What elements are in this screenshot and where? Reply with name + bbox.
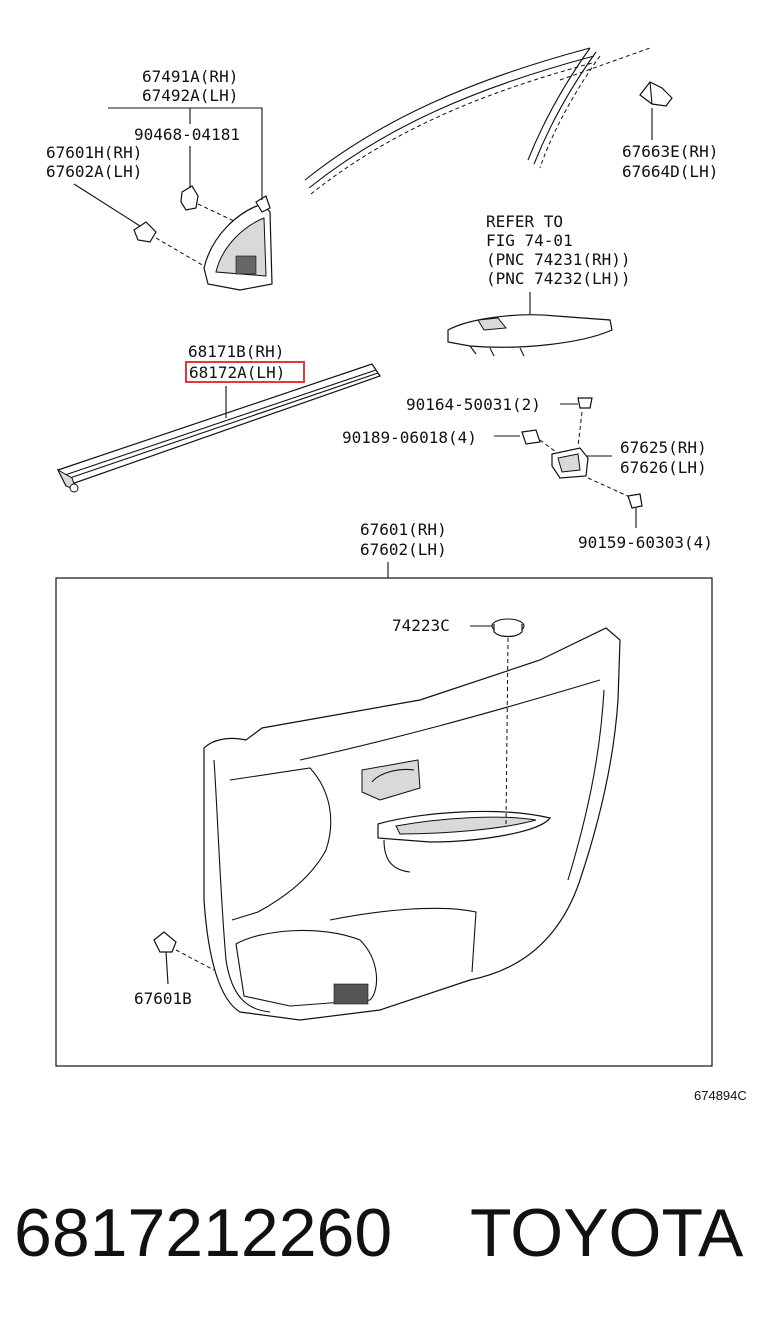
label-67625: 67625(RH) [620, 438, 707, 457]
label-refer-pnc-rh: (PNC 74231(RH)) [486, 250, 631, 269]
clip-74223c [470, 618, 525, 825]
trim-board-box [55, 577, 713, 1067]
label-67491a: 67491A(RH) [142, 67, 238, 86]
label-90164: 90164-50031(2) [406, 395, 541, 414]
screw-90159 [627, 493, 643, 528]
clip-90468-04181 [180, 185, 237, 223]
screw-67601h [133, 221, 205, 267]
label-68171b: 68171B(RH) [188, 342, 284, 361]
clip-67663e [639, 81, 673, 140]
power-window-switch-base [447, 292, 613, 357]
figure-code: 674894C [694, 1088, 747, 1103]
door-trim-board-67601 [203, 627, 621, 1021]
label-67602a: 67602A(LH) [46, 162, 142, 181]
label-67602: 67602(LH) [360, 540, 447, 559]
label-refer-fig: FIG 74-01 [486, 231, 573, 250]
nut-90189 [494, 429, 541, 445]
label-68172a: 68172A(LH) [189, 363, 285, 382]
label-refer-pnc-lh: (PNC 74232(LH)) [486, 269, 631, 288]
footer-part-number: 6817212260 [14, 1195, 392, 1271]
label-67492a: 67492A(LH) [142, 86, 238, 105]
clip-67601b [153, 931, 215, 985]
highlight-68172a [185, 361, 305, 383]
label-74223c: 74223C [392, 616, 450, 635]
label-67601: 67601(RH) [360, 520, 447, 539]
label-67601h: 67601H(RH) [46, 143, 142, 162]
bracket-67625 [539, 411, 633, 499]
label-refer-to: REFER TO [486, 212, 563, 231]
label-90189: 90189-06018(4) [342, 428, 477, 447]
label-90159: 90159-60303(4) [578, 533, 713, 552]
leaders-corner-group [73, 107, 263, 227]
screw-90164 [560, 397, 593, 409]
belt-moulding-68172a [56, 363, 381, 493]
label-67664d: 67664D(LH) [622, 162, 718, 181]
label-67663e: 67663E(RH) [622, 142, 718, 161]
label-90468: 90468-04181 [134, 125, 240, 144]
label-67601b: 67601B [134, 989, 192, 1008]
footer-brand: TOYOTA [470, 1195, 744, 1271]
window-frame-glass-run [304, 47, 651, 195]
corner-garnish-67491a [203, 195, 273, 291]
label-67626: 67626(LH) [620, 458, 707, 477]
